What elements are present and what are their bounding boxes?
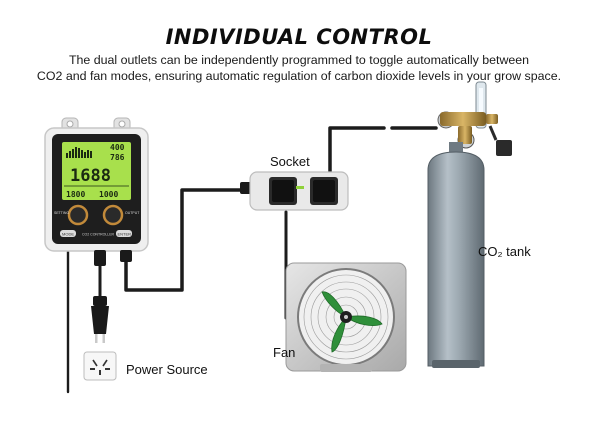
controller-to-socket-cable bbox=[124, 188, 252, 292]
page-title: INDIVIDUAL CONTROL bbox=[165, 25, 433, 49]
enter-button[interactable] bbox=[116, 230, 132, 237]
power-source-label: Power Source bbox=[126, 362, 208, 377]
output-knob-label: OUTPUT bbox=[125, 211, 140, 215]
controller-brand-text: CO2 CONTROLLER bbox=[82, 233, 115, 237]
controller-left-plug bbox=[94, 250, 106, 266]
lcd-value-right: 1000 bbox=[99, 190, 118, 199]
subtitle-line-2: CO2 and fan modes, ensuring automatic re… bbox=[36, 69, 562, 83]
setting-knob-label: SETTING bbox=[54, 211, 69, 215]
mode-button[interactable] bbox=[60, 230, 76, 237]
fan bbox=[285, 262, 407, 372]
controller-right-plug bbox=[120, 250, 132, 262]
co2-tank-label: CO₂ tank bbox=[478, 244, 531, 259]
lcd-value-main: 1688 bbox=[70, 166, 111, 186]
power-plug bbox=[91, 296, 109, 343]
fan-label: Fan bbox=[273, 345, 296, 360]
output-knob[interactable] bbox=[102, 204, 124, 226]
lcd-value-top: 400 bbox=[110, 143, 125, 152]
co2-tank bbox=[427, 81, 512, 368]
page-subtitle: The dual outlets can be independently pr… bbox=[0, 52, 598, 84]
lcd-value-left: 1800 bbox=[66, 190, 85, 199]
enter-button-label: ENTER bbox=[118, 232, 132, 237]
power-outlet bbox=[83, 351, 117, 381]
power-socket-strip bbox=[240, 171, 349, 211]
subtitle-line-1: The dual outlets can be independently pr… bbox=[68, 53, 530, 67]
tank-cylinder bbox=[427, 151, 485, 367]
solenoid-valve bbox=[496, 140, 512, 156]
fan-blades bbox=[321, 291, 383, 353]
lcd-value-mid: 786 bbox=[110, 153, 125, 162]
mode-button-label: MODE bbox=[62, 232, 74, 237]
setting-knob[interactable] bbox=[67, 204, 89, 226]
co2-controller: 400 786 1688 1800 1000 SETTING OUTPUT MO… bbox=[44, 117, 149, 266]
socket-label: Socket bbox=[270, 154, 310, 169]
